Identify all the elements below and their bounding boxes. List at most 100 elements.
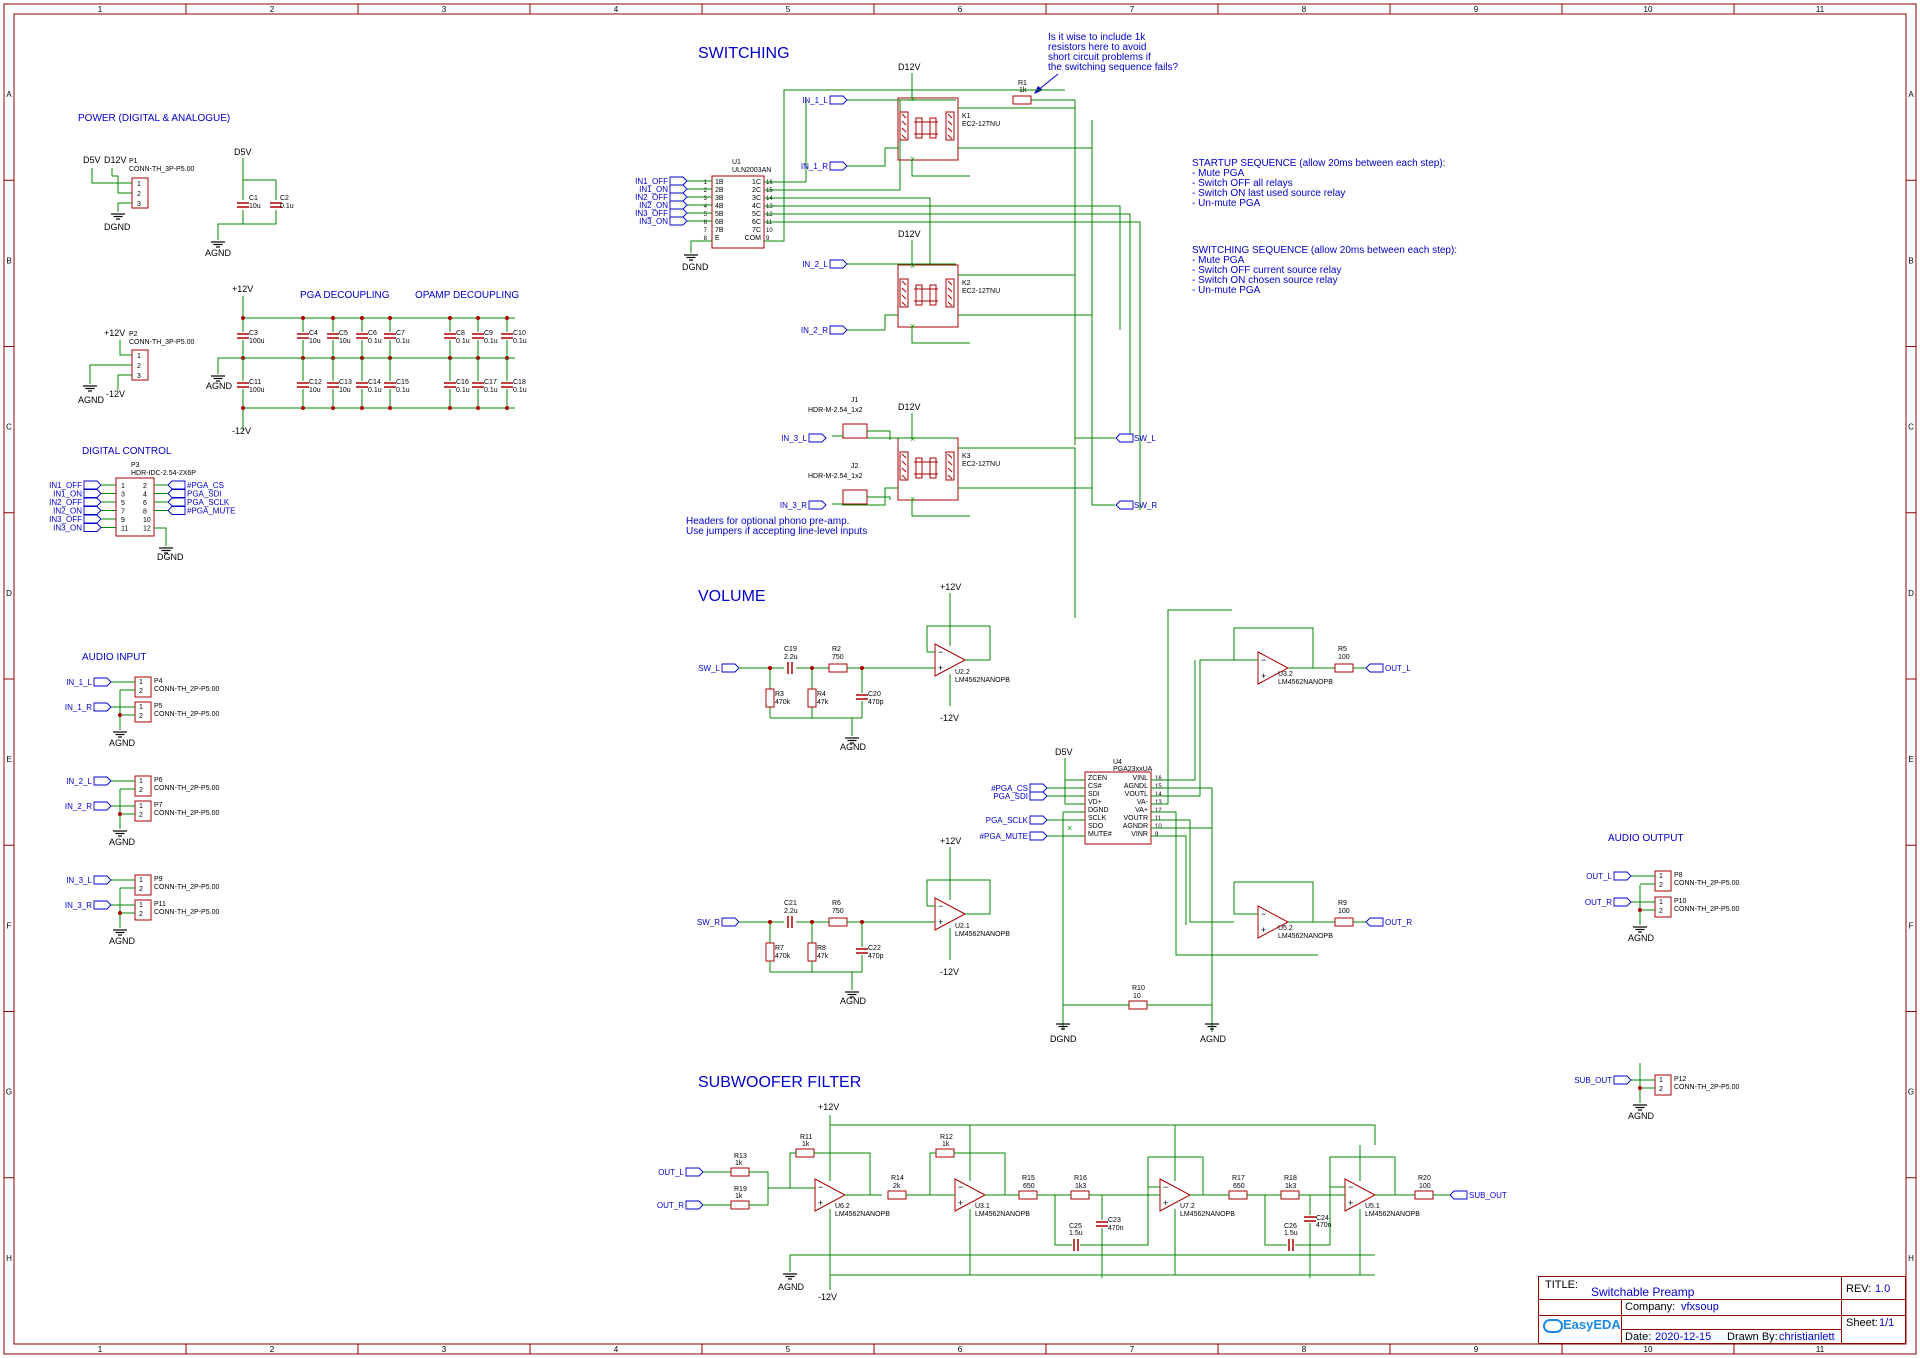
- frame-row-label-left: A: [6, 90, 12, 99]
- output-label-outl-flag: [1613, 871, 1632, 881]
- c5-symbol: [326, 333, 340, 339]
- c22-value: 470p: [868, 953, 884, 960]
- p3-label-in3off: IN3_OFF: [49, 515, 82, 524]
- svg-text:×: ×: [910, 321, 915, 331]
- p3-pin-num: 9: [121, 517, 125, 524]
- r16-symbol: [1070, 1190, 1090, 1200]
- sub-agnd: AGND: [778, 1282, 805, 1292]
- c25-symbol: [1073, 1238, 1079, 1252]
- frame-column-label-top: 9: [1474, 5, 1479, 14]
- sub-p12v: +12V: [818, 1102, 839, 1112]
- frame-row-label-right: G: [1908, 1088, 1914, 1097]
- input-label-in3l: IN_3_L: [66, 876, 92, 885]
- frame-column-label-top: 11: [1816, 5, 1825, 14]
- c23-value: 470n: [1108, 1225, 1124, 1232]
- c19-symbol: [787, 661, 793, 675]
- u1-pin-num: 6: [704, 220, 708, 226]
- company-value: vfxsoup: [1681, 1301, 1719, 1313]
- c7-symbol: [383, 333, 397, 339]
- u22-p12v: +12V: [940, 582, 961, 592]
- k3-label-in3l-flag: [808, 433, 827, 443]
- p3-pin-num: 11: [121, 526, 128, 533]
- u4-label-pgacs-flag: [1029, 783, 1048, 793]
- input-label-in3l-flag: [93, 875, 112, 885]
- frame-column-label-top: 5: [786, 5, 791, 14]
- c3-symbol: [236, 333, 250, 339]
- c2-value: 0.1u: [280, 203, 294, 210]
- u1-pin-name: 5B: [715, 211, 724, 218]
- sub-m12v: -12V: [818, 1292, 837, 1302]
- c1-ref: C1: [249, 195, 258, 202]
- note-switching-3: - Switch OFF current source relay: [1192, 265, 1341, 276]
- ground-symbol: [1632, 926, 1648, 933]
- k3-ref: K3: [962, 453, 971, 460]
- heading-volume: VOLUME: [698, 588, 766, 605]
- connector-p9: [134, 874, 152, 896]
- frame-row-label-left: G: [6, 1088, 12, 1097]
- heading-audio-output: AUDIO OUTPUT: [1608, 833, 1684, 844]
- r20-ref: R20: [1418, 1175, 1431, 1182]
- svg-text:2: 2: [139, 886, 143, 893]
- p3-label-pgacs-flag: [167, 480, 186, 490]
- k2-d12v: D12V: [898, 229, 921, 239]
- u4-pin-name: AGNDR: [1123, 823, 1148, 830]
- u4-label-pgamute: #PGA_MUTE: [980, 832, 1028, 841]
- ground-symbol: [112, 929, 128, 936]
- u4-pin-name: SCLK: [1088, 815, 1107, 822]
- p5-ref: P5: [154, 703, 163, 710]
- k2-ref: K2: [962, 280, 971, 287]
- k1-value: EC2-12TNU: [962, 121, 1000, 128]
- u52-ref: U5.2: [1278, 925, 1293, 932]
- r17-value: 650: [1233, 1183, 1245, 1190]
- p8-value: CONN-TH_2P-P5.00: [1674, 880, 1739, 887]
- r6-ref: R6: [832, 900, 841, 907]
- u1-dgnd: DGND: [682, 262, 709, 272]
- u1-ref: U1: [732, 159, 741, 166]
- j2-ref: J2: [851, 463, 859, 470]
- p3-label-pgacs: #PGA_CS: [187, 481, 224, 490]
- u1-pin-num: 12: [766, 212, 773, 218]
- c20-ref: C20: [868, 691, 881, 698]
- u4-label-pgasdi-flag: [1029, 791, 1048, 801]
- c5-ref: C5: [339, 330, 348, 337]
- ground-symbol: [782, 1273, 798, 1280]
- frame-column-label-top: 10: [1644, 5, 1653, 14]
- svg-text:1: 1: [139, 803, 143, 810]
- volume-label-outr-flag: [1365, 917, 1384, 927]
- p3-label-in2on: IN2_ON: [53, 507, 82, 516]
- c8-symbol: [443, 333, 457, 339]
- svg-text:2: 2: [139, 713, 143, 720]
- p3-pin-num: 10: [143, 517, 151, 524]
- c23-ref: C23: [1108, 1217, 1121, 1224]
- p12-ref: P12: [1674, 1076, 1687, 1083]
- r8-value: 47k: [817, 953, 829, 960]
- r12-ref: R12: [940, 1134, 953, 1141]
- svg-text:2: 2: [1659, 1086, 1663, 1093]
- k1-label-in1r-flag: [829, 161, 848, 171]
- p7-value: CONN-TH_2P-P5.00: [154, 810, 219, 817]
- input-label-in2r: IN_2_R: [65, 802, 92, 811]
- connector-p5: [134, 701, 152, 723]
- note-question-2: resistors here to avoid: [1048, 42, 1146, 53]
- u4-pin-name: SDI: [1088, 791, 1100, 798]
- u1-pin-name: 2B: [715, 187, 724, 194]
- k3-d12v: D12V: [898, 402, 921, 412]
- c11-value: 100u: [249, 387, 265, 394]
- c6-symbol: [355, 333, 369, 339]
- r4-value: 47k: [817, 699, 829, 706]
- input-agnd: AGND: [109, 738, 136, 748]
- svg-text:1: 1: [139, 679, 143, 686]
- k1-label-in1l-flag: [829, 95, 848, 105]
- p1-value: CONN-TH_3P-P5.00: [129, 166, 194, 173]
- c8-ref: C8: [456, 330, 465, 337]
- ground-symbol: [112, 731, 128, 738]
- p3-pin-num: 1: [121, 483, 125, 490]
- volume-agnd: AGND: [840, 996, 867, 1006]
- rev-label: REV:: [1846, 1283, 1872, 1295]
- c16-ref: C16: [456, 379, 469, 386]
- input-label-in2l: IN_2_L: [66, 777, 92, 786]
- svg-text:3: 3: [137, 373, 141, 380]
- connector-p12: [1654, 1074, 1672, 1096]
- p3-label-in2off-flag: [83, 497, 102, 507]
